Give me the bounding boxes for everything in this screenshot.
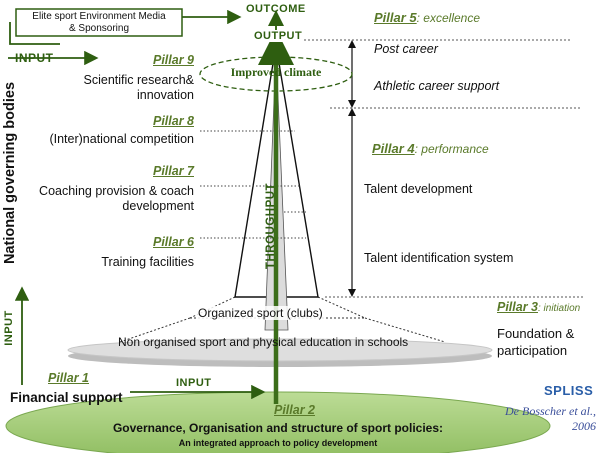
pillar7-block: Pillar 7 Coaching provision & coach deve… xyxy=(20,164,194,214)
top-box-line2: & Sponsoring xyxy=(68,23,130,34)
pillar5-sub: : excellence xyxy=(416,11,481,25)
pillar2-tag: Pillar 2 xyxy=(274,403,315,417)
pillar6-block: Pillar 6 Training facilities xyxy=(20,235,194,270)
pillar4-sub: : performance xyxy=(414,142,489,156)
pillar3-line2: participation xyxy=(497,343,568,358)
pillar8-block: Pillar 8 (Inter)national competition xyxy=(20,114,194,147)
pillar8-line1: (Inter)national competition xyxy=(49,132,194,146)
pillar4-tag: Pillar 4 xyxy=(372,141,415,156)
pillar4-item-talent-development: Talent development xyxy=(364,182,473,196)
pillar3-sub: : initiation xyxy=(538,303,581,314)
top-box xyxy=(15,8,183,37)
pillar7-line2: development xyxy=(122,199,194,213)
pillar9-block: Pillar 9 Scientific research& innovation xyxy=(20,53,194,103)
pillar2-title: Governance, Organisation and structure o… xyxy=(112,421,444,435)
improved-climate-label: Improved climate xyxy=(230,65,322,79)
pillar5-heading: Pillar 5: excellence xyxy=(374,10,480,25)
pillar5-item-post-career: Post career xyxy=(374,42,438,56)
citation: De Bosscher et al., 2006 xyxy=(476,404,596,434)
non-organised-sport-label: Non organised sport and physical educati… xyxy=(118,335,409,349)
pillar6-line1: Training facilities xyxy=(101,255,194,269)
pillar5-tag: Pillar 5 xyxy=(374,10,417,25)
pillar7-line1: Coaching provision & coach xyxy=(39,184,194,198)
input-top-label: INPUT xyxy=(15,51,54,65)
pillar7-tag: Pillar 7 xyxy=(153,164,194,178)
input-left-label: INPUT xyxy=(2,310,15,346)
pillar3-line1: Foundation & xyxy=(497,326,575,341)
pillar3-tag: Pillar 3 xyxy=(497,300,538,314)
pillar3-label: Foundation & participation xyxy=(497,325,574,359)
citation-line1: De Bosscher et al., xyxy=(505,404,596,418)
pillar6-tag: Pillar 6 xyxy=(153,235,194,249)
top-input-elbow xyxy=(9,22,60,45)
input-bottom-label: INPUT xyxy=(176,377,212,389)
pillar2-subtitle: An integrated approach to policy develop… xyxy=(178,438,378,448)
pillar9-line1: Scientific research& xyxy=(83,73,194,87)
output-label: OUTPUT xyxy=(252,30,305,42)
top-box-line1: Elite sport Environment Media xyxy=(32,11,166,22)
pillar9-line2: innovation xyxy=(137,88,194,102)
national-governing-bodies-title: National governing bodies xyxy=(2,81,18,265)
pillar4-heading: Pillar 4: performance xyxy=(372,141,489,156)
pillar5-item-athletic-support: Athletic career support xyxy=(374,79,500,93)
spliss-logo: SPLISS xyxy=(544,383,593,398)
participation-disc xyxy=(67,338,493,362)
pillar9-tag: Pillar 9 xyxy=(153,53,194,67)
pillar4-item-talent-identification: Talent identification system xyxy=(364,251,514,265)
pillar3-heading: Pillar 3: initiation xyxy=(497,300,580,314)
citation-line2: 2006 xyxy=(572,419,596,433)
spliss-logo-text: SPLISS xyxy=(544,383,594,398)
pillar1-tag: Pillar 1 xyxy=(48,371,89,385)
organized-sport-clubs-label: Organized sport (clubs) xyxy=(196,306,325,320)
pillar8-tag: Pillar 8 xyxy=(153,114,194,128)
top-box-text: Elite sport Environment Media & Sponsori… xyxy=(16,11,182,35)
throughput-label: THROUGHPUT xyxy=(265,182,278,270)
outcome-label: OUTCOME xyxy=(246,3,306,15)
pillar1-label: Financial support xyxy=(10,390,123,405)
